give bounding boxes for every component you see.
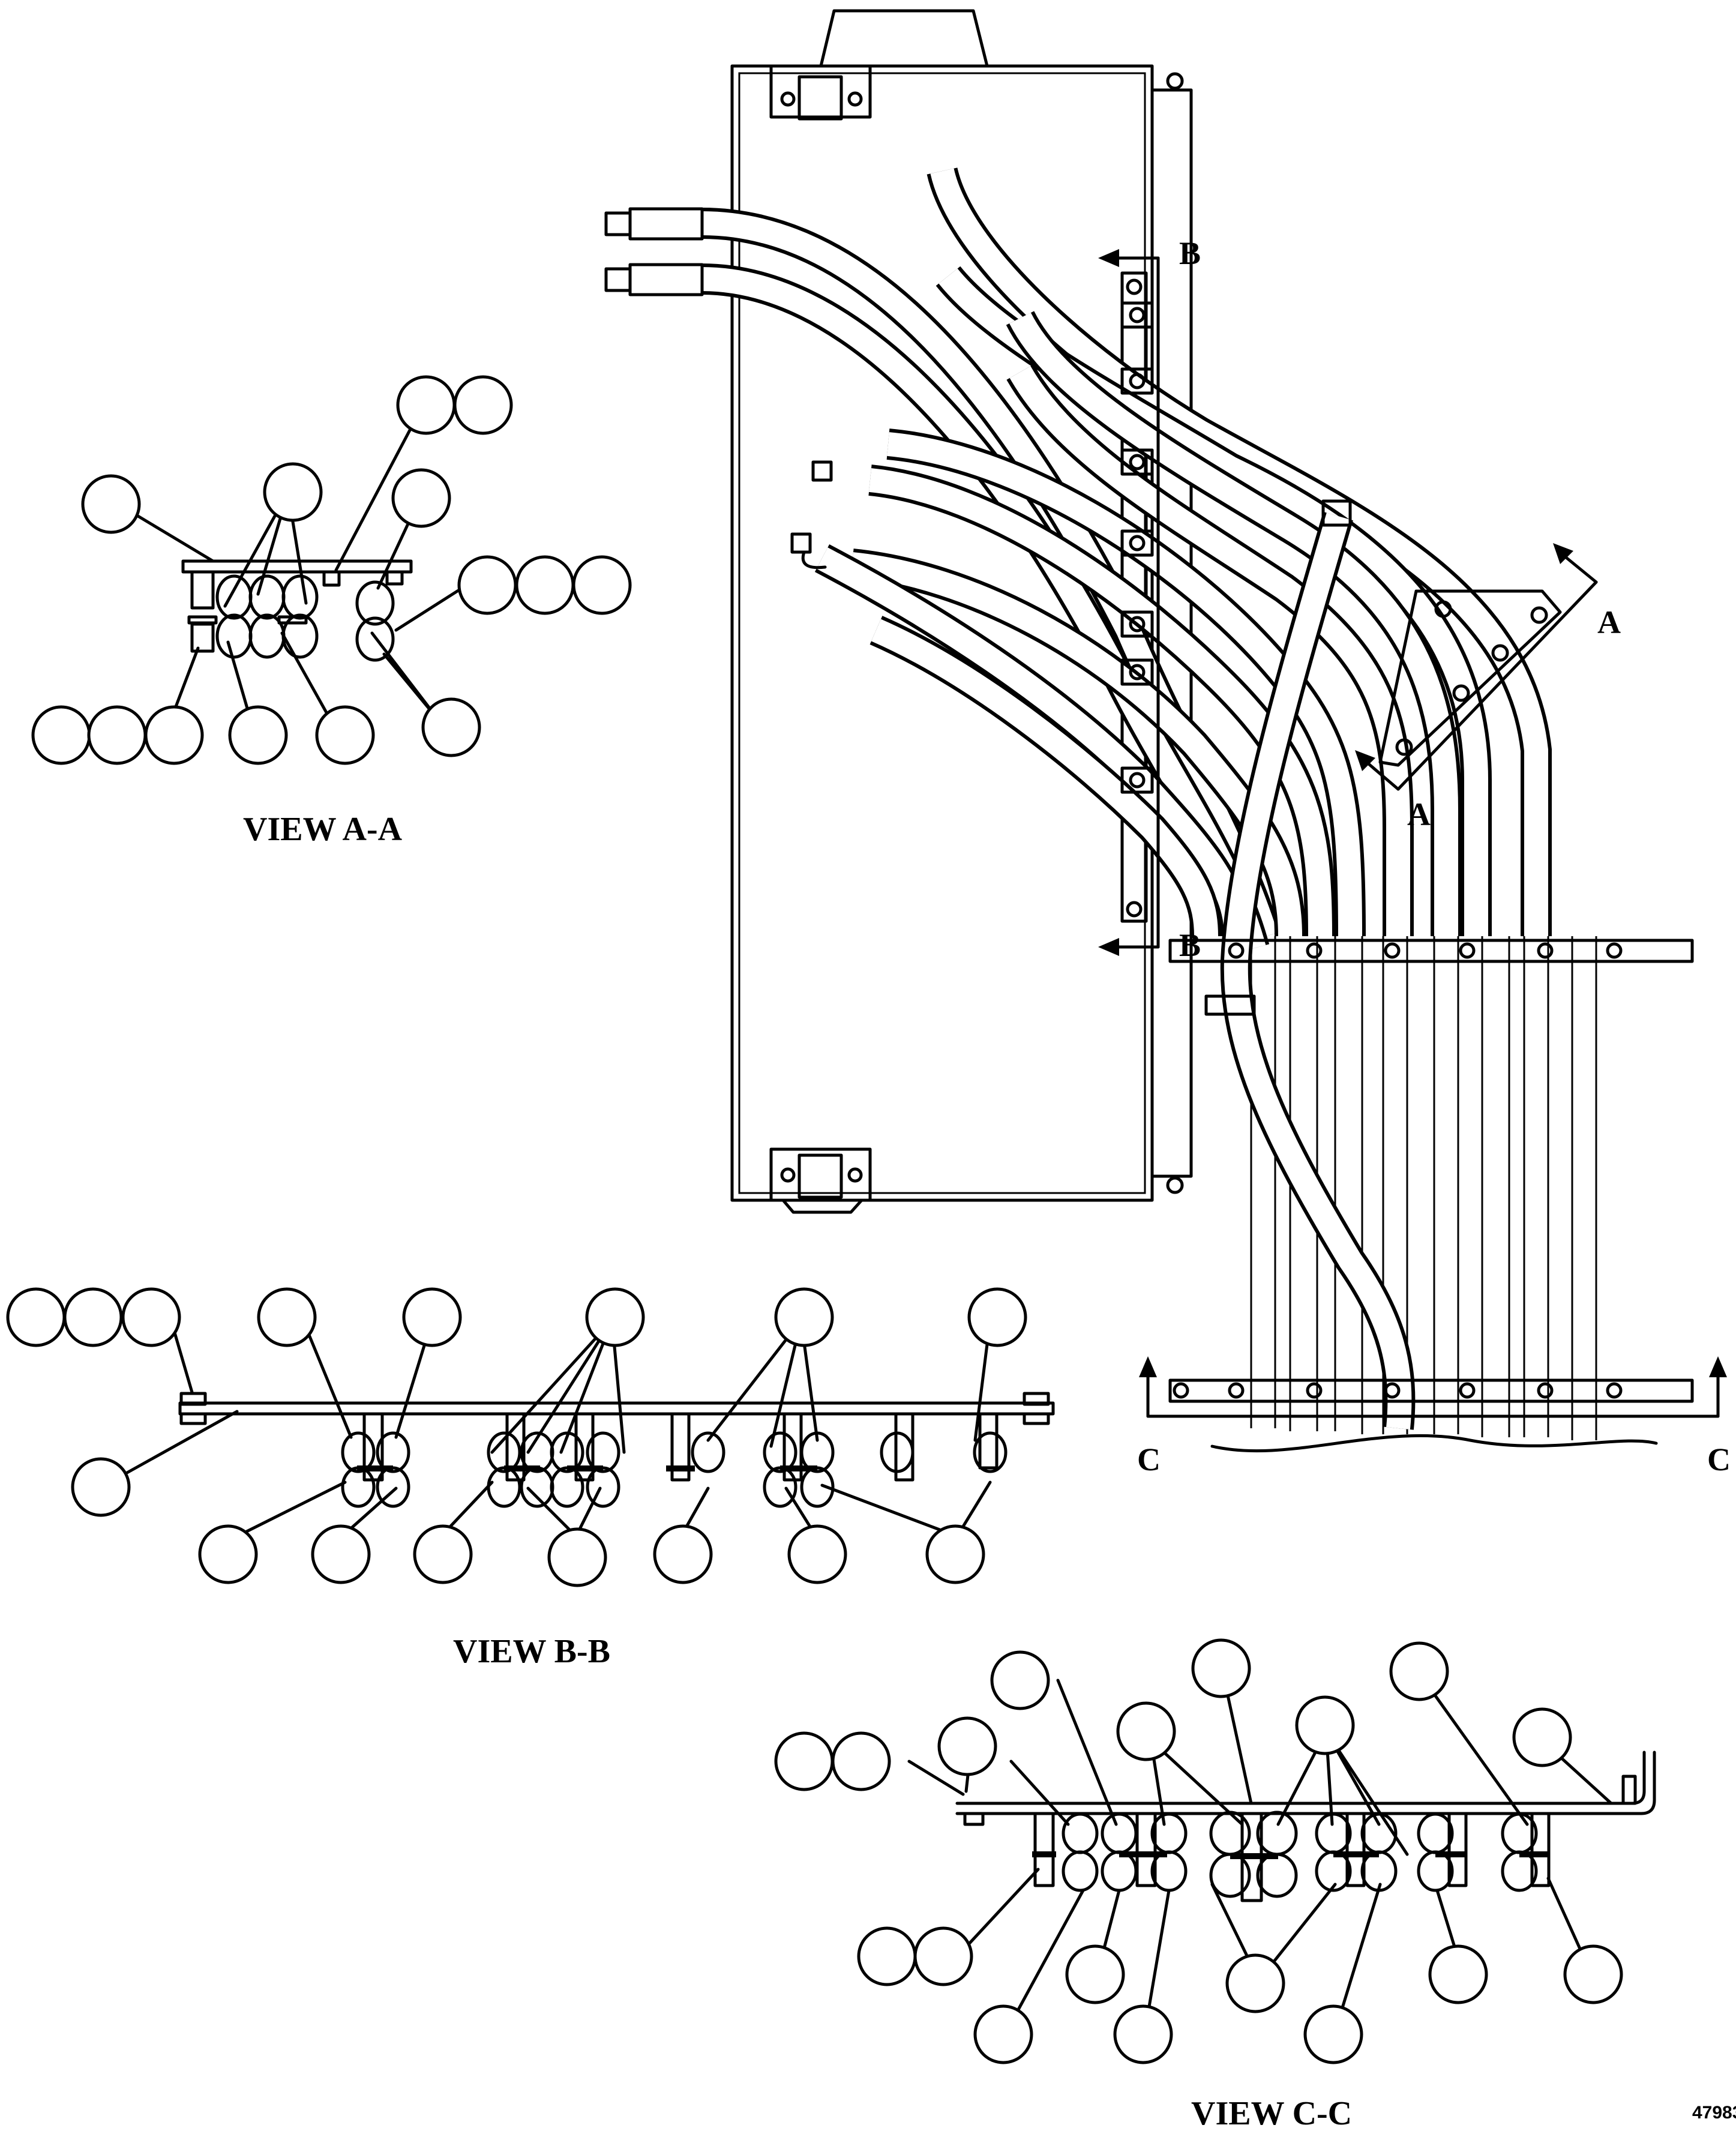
callout-bubble [457, 555, 517, 615]
section-marker-c-right: C [1707, 1441, 1731, 1477]
callout-bubble [774, 1287, 834, 1347]
callout-bubble [1065, 1944, 1125, 2004]
callout-bubble [144, 705, 204, 765]
drawing-number: 47983 [1692, 2103, 1736, 2123]
callout-bubble [967, 1287, 1027, 1347]
section-marker-b-bottom: B [1179, 927, 1201, 963]
callout-bubble [421, 697, 481, 757]
view-a-a: VIEW A-A [31, 375, 632, 848]
callout-bubble [391, 468, 451, 528]
callout-bubble [87, 705, 147, 765]
view-b-b: VIEW B-B [6, 1287, 1055, 1670]
top-cap [819, 9, 989, 68]
upper-hoses [701, 167, 1552, 952]
callout-bubble [572, 555, 632, 615]
section-marker-b-top: B [1179, 235, 1201, 271]
callout-bubble [1303, 2004, 1363, 2064]
callout-bubble [228, 705, 288, 765]
view-b-title: VIEW B-B [453, 1633, 610, 1670]
view-c-callout-bubbles [774, 1638, 1623, 2064]
view-a-title: VIEW A-A [243, 811, 403, 848]
callout-bubble [547, 1527, 607, 1587]
angled-bracket [1378, 589, 1562, 767]
callout-bubble [315, 705, 375, 765]
section-line-b: B B [1098, 235, 1201, 963]
view-c-c: VIEW C-C [774, 1638, 1656, 2132]
callout-bubble [990, 1650, 1050, 1710]
callout-bubble [973, 2004, 1033, 2064]
callout-bubble [1389, 1641, 1449, 1701]
section-line-a: A A [1355, 543, 1621, 832]
callout-bubble [6, 1287, 66, 1347]
callout-bubble [937, 1716, 997, 1776]
callout-bubble [653, 1524, 713, 1584]
section-line-c: C C [1137, 1356, 1731, 1477]
callout-bubble [831, 1731, 891, 1791]
rail-clamps [1120, 301, 1154, 794]
view-b-clamps [341, 1412, 1008, 1508]
callout-bubble [1563, 1944, 1623, 2004]
callout-bubble [913, 1926, 973, 1986]
view-a-callout-bubbles [31, 375, 632, 765]
callout-bubble [1295, 1695, 1355, 1755]
section-marker-c-left: C [1137, 1441, 1161, 1477]
callout-bubble [1428, 1944, 1488, 2004]
view-c-title: VIEW C-C [1191, 2095, 1352, 2132]
callout-bubble [396, 375, 456, 435]
lower-horizontal-bar [1168, 1378, 1694, 1403]
section-marker-a-top: A [1597, 604, 1621, 640]
hose-end-fittings [604, 207, 833, 570]
callout-bubble [1191, 1638, 1251, 1698]
callout-bubble [31, 705, 91, 765]
callout-bubble [1113, 2004, 1173, 2064]
vertical-hose-bundle [1210, 936, 1658, 1453]
main-assembly: B B A A C C [604, 9, 1731, 1477]
view-b-plate [178, 1401, 1055, 1416]
callout-bubble [453, 375, 513, 435]
callout-bubble [857, 1926, 917, 1986]
callout-bubble [413, 1524, 473, 1584]
callout-bubble [81, 474, 141, 534]
bottom-bracket [769, 1147, 872, 1214]
diagonal-hose [1204, 499, 1416, 1430]
view-a-leaders [136, 403, 464, 737]
callout-bubble [787, 1524, 847, 1584]
callout-bubble [263, 462, 323, 522]
callout-bubble [121, 1287, 181, 1347]
callout-bubble [402, 1287, 462, 1347]
callout-bubble [257, 1287, 317, 1347]
callout-bubble [198, 1524, 258, 1584]
callout-bubble [585, 1287, 645, 1347]
callout-bubble [63, 1287, 123, 1347]
view-c-leaders [907, 1671, 1613, 2033]
top-bracket [769, 64, 872, 121]
section-marker-a-bottom: A [1407, 796, 1431, 832]
callout-bubble [1116, 1701, 1176, 1761]
view-c-clamps [1032, 1811, 1551, 1902]
callout-bubble [1512, 1707, 1572, 1767]
callout-bubble [925, 1524, 985, 1584]
callout-bubble [515, 555, 575, 615]
callout-bubble [311, 1524, 371, 1584]
callout-bubble [1225, 1953, 1285, 2013]
callout-bubble [71, 1457, 131, 1517]
callout-bubble [774, 1731, 834, 1791]
view-b-callout-bubbles [6, 1287, 1027, 1587]
view-a-clamps [187, 570, 404, 662]
view-a-plate [181, 559, 413, 574]
upper-horizontal-bar [1168, 939, 1694, 963]
